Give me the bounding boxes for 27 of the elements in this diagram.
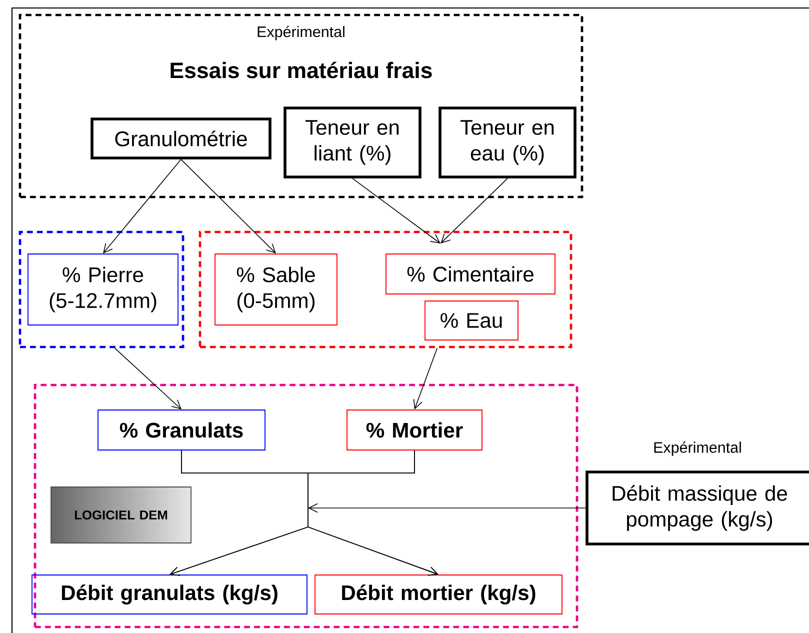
group-frame	[34, 384, 578, 628]
group-frame	[198, 230, 572, 348]
group-frame	[18, 230, 184, 348]
fraction-box: % Sable (0-5mm)	[214, 254, 338, 326]
software-box: LOGICIEL DEM	[50, 486, 192, 544]
fraction-box: % Eau	[424, 300, 518, 340]
arrow	[180, 159, 276, 254]
arrow	[352, 178, 440, 244]
arrow	[440, 178, 508, 244]
input-box: Granulométrie	[90, 118, 272, 160]
input-box: Débit massique de pompage (kg/s)	[586, 470, 809, 546]
arrow	[308, 503, 586, 513]
group-title: Essais sur matériau frais	[170, 62, 432, 78]
result-box: % Granulats	[98, 410, 266, 450]
fraction-box: % Pierre (5-12.7mm)	[28, 254, 178, 326]
group-subtitle: Expérimental	[258, 26, 344, 40]
result-box: Débit mortier (kg/s)	[314, 574, 562, 614]
side-note: Expérimental	[654, 442, 741, 456]
fraction-box: % Cimentaire	[386, 254, 556, 294]
merge-arrow	[308, 450, 438, 576]
arrow	[413, 348, 438, 410]
result-box: Débit granulats (kg/s)	[32, 574, 308, 614]
arrow	[114, 348, 182, 410]
result-box: % Mortier	[346, 410, 482, 450]
input-box: Teneur en liant (%)	[284, 106, 422, 178]
arrow	[103, 159, 182, 254]
input-box: Teneur en eau (%)	[438, 106, 576, 178]
